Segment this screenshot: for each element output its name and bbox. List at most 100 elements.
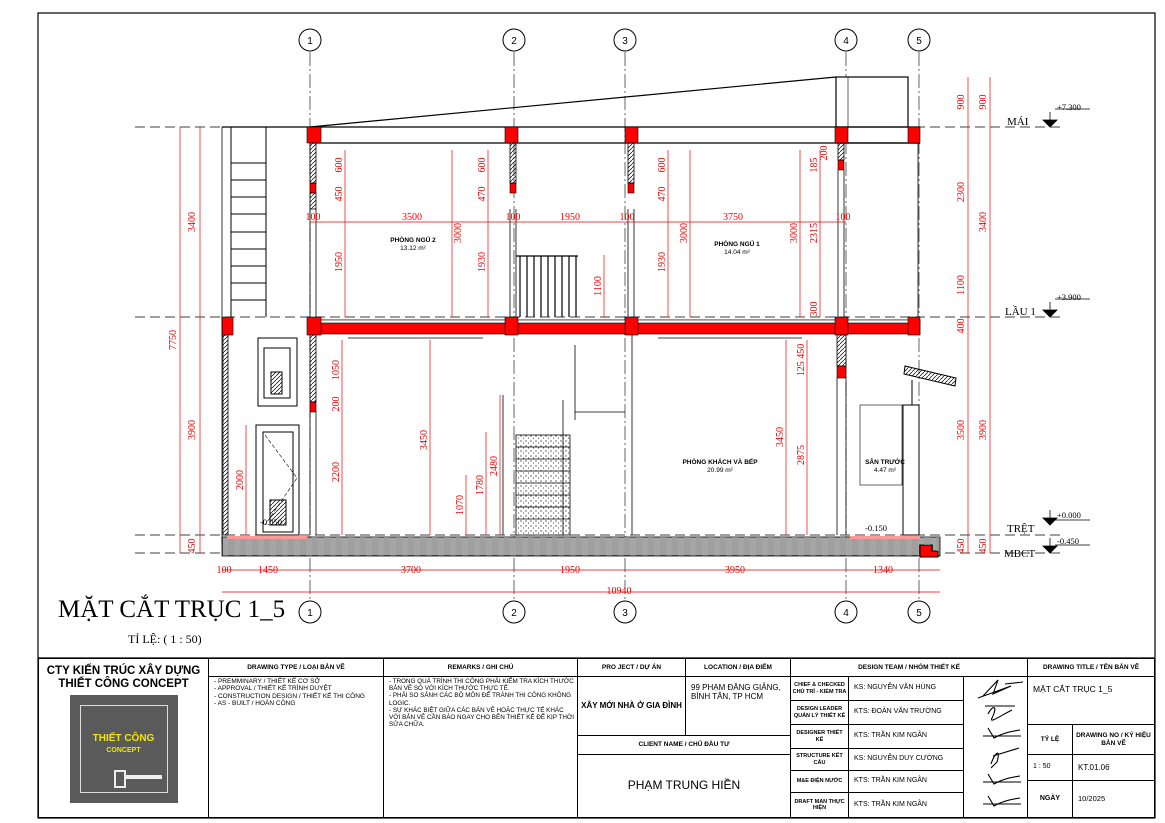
date-header: NGÀY xyxy=(1027,780,1073,818)
signature xyxy=(983,773,1021,785)
drawing-title-header: DRAWING TITLE / TÊN BẢN VẼ xyxy=(1027,658,1155,677)
dim-text: 3450 xyxy=(775,427,786,447)
location-header: LOCATION / ĐỊA ĐIỂM xyxy=(685,658,791,677)
room-name: PHÒNG KHÁCH VÀ BẾP xyxy=(682,456,758,466)
spot-level: -0.050 xyxy=(260,517,282,527)
dim-text: 450 xyxy=(956,539,967,554)
step xyxy=(919,544,939,558)
team-member: KTS: TRẦN KIM NGÂN xyxy=(848,770,964,793)
sheet-border xyxy=(37,12,1156,819)
team-member: KTS: TRẦN KIM NGÂN xyxy=(848,724,964,749)
room-name: SÂN TRƯỚC xyxy=(865,457,905,466)
dim-text: 125 450 xyxy=(796,344,807,377)
dimension-texts: 3400 7750 3900 450 900 2300 1100 400 350… xyxy=(168,95,989,598)
window-vent xyxy=(257,337,298,407)
level-elevation: -0.450 xyxy=(1057,536,1079,546)
dim-text: 3750 xyxy=(723,212,743,223)
scale-header: TỶ LỆ xyxy=(1027,724,1073,755)
grid-label: 1 xyxy=(307,36,313,47)
company-logo: THIẾT CÔNG CONCEPT xyxy=(69,695,178,804)
dim-text: 100 xyxy=(620,212,635,223)
dim-text: 3900 xyxy=(978,420,989,440)
location: 99 PHẠM ĐĂNG GIẢNG, BÌNH TÂN, TP HCM xyxy=(685,676,791,736)
date-value: 10/2025 xyxy=(1072,780,1155,818)
floor-slab xyxy=(309,319,921,335)
level-name: LẦU 1 xyxy=(1005,305,1036,318)
dim-text: 1950 xyxy=(334,252,345,272)
dim-text: 2315 xyxy=(809,223,820,243)
dim-text: 1780 xyxy=(475,475,486,495)
room-name: PHÒNG NGỦ 1 xyxy=(714,239,760,248)
team-role: DRAFT MAN THỰC HIỆN xyxy=(790,792,849,818)
dim-text: 1100 xyxy=(593,276,604,296)
floor-finish xyxy=(227,536,307,539)
stair-ladder xyxy=(230,127,267,317)
dim-text: 2300 xyxy=(956,182,967,202)
grid-label: 2 xyxy=(511,608,517,619)
dim-text: 470 xyxy=(477,187,488,202)
roof xyxy=(222,76,920,144)
dim-text: 100 xyxy=(217,565,232,576)
signature xyxy=(977,679,1024,699)
signature xyxy=(990,747,1020,769)
dim-text: 600 xyxy=(477,158,488,173)
awning xyxy=(859,365,957,536)
room-area: 4.47 m² xyxy=(874,467,897,474)
drawing-type-item: - PREMMINARY / THIẾT KẾ CƠ SỞ xyxy=(214,678,321,685)
dim-text: 1950 xyxy=(560,212,580,223)
dim-text: 300 xyxy=(809,302,820,317)
dim-text: 200 xyxy=(819,146,830,161)
dim-text: 600 xyxy=(334,158,345,173)
dim-text: 1050 xyxy=(331,360,342,380)
spot-level: -0.150 xyxy=(865,523,887,533)
dim-text: 100 xyxy=(506,212,521,223)
dim-text: 2480 xyxy=(489,456,500,476)
dim-text: 3900 xyxy=(187,420,198,440)
dim-text: 3400 xyxy=(978,212,989,232)
dim-text: 3500 xyxy=(956,420,967,440)
team-member: KTS: ĐOÀN VĂN TRƯỜNG xyxy=(848,700,964,725)
level-name: MÁI xyxy=(1007,116,1029,128)
design-team-header: DESIGN TEAM / NHÓM THIẾT KẾ xyxy=(790,658,1028,677)
drawing-type-item: - CONSTRUCTION DESIGN / THIẾT KẾ THI CÔN… xyxy=(214,692,365,700)
dim-text: 3400 xyxy=(187,212,198,232)
team-role: M&E ĐIỆN NƯỚC xyxy=(790,770,849,793)
team-member: KS: NGUYỄN DUY CƯỜNG xyxy=(848,748,964,771)
level-name: MBCT xyxy=(1004,548,1035,560)
walls xyxy=(221,127,919,545)
team-role: DESIGNER THIẾT KẾ xyxy=(790,724,849,749)
dim-text: 470 xyxy=(657,187,668,202)
dim-text: 1930 xyxy=(477,252,488,272)
drawing-title-cell: MẶT CẮT TRỤC 1_5 xyxy=(1027,676,1155,725)
dim-text: 1340 xyxy=(873,565,893,576)
level-name: TRỆT xyxy=(1007,523,1035,535)
client-name: PHẠM TRUNG HIỀN xyxy=(577,754,791,818)
dimension-lines xyxy=(179,77,991,593)
dim-text: 1450 xyxy=(258,565,278,576)
grid-label: 2 xyxy=(511,36,517,47)
dim-text: 3700 xyxy=(401,565,421,576)
stair xyxy=(502,345,625,536)
dim-text: 450 xyxy=(978,539,989,554)
level-elevation: +3.900 xyxy=(1057,292,1081,302)
dim-text: 3000 xyxy=(453,223,464,243)
drawing-type-header: DRAWING TYPE / LOẠI BẢN VẼ xyxy=(208,658,384,677)
company-cell: CTY KIẾN TRÚC XÂY DỰNG THIẾT CÔNG CONCEP… xyxy=(38,658,209,818)
dim-text: 2000 xyxy=(235,470,246,490)
scale-value: 1 : 50 xyxy=(1027,754,1073,781)
dim-text: 450 xyxy=(334,187,345,202)
client-header: CLIENT NAME / CHỦ ĐẦU TƯ xyxy=(577,735,791,755)
foundation xyxy=(221,536,941,557)
drawing-no: KT.01.06 xyxy=(1072,754,1155,781)
signatures xyxy=(963,676,1028,818)
remark-item: - TRONG QUÁ TRÌNH THI CÔNG PHẢI KIỂM TRA… xyxy=(389,678,574,693)
room-name: PHÒNG NGỦ 2 xyxy=(390,235,436,244)
team-role: DESIGN LEADER QUẢN LÝ THIẾT KẾ xyxy=(790,700,849,725)
grid-label: 5 xyxy=(916,608,922,619)
remarks-list: - TRONG QUÁ TRÌNH THI CÔNG PHẢI KIỂM TRA… xyxy=(383,676,578,818)
dim-text: 1100 xyxy=(956,275,967,295)
level-lines xyxy=(135,126,1065,554)
drawing-type-item: - APPROVAL / THIẾT KẾ TRÌNH DUYỆT xyxy=(214,685,332,693)
